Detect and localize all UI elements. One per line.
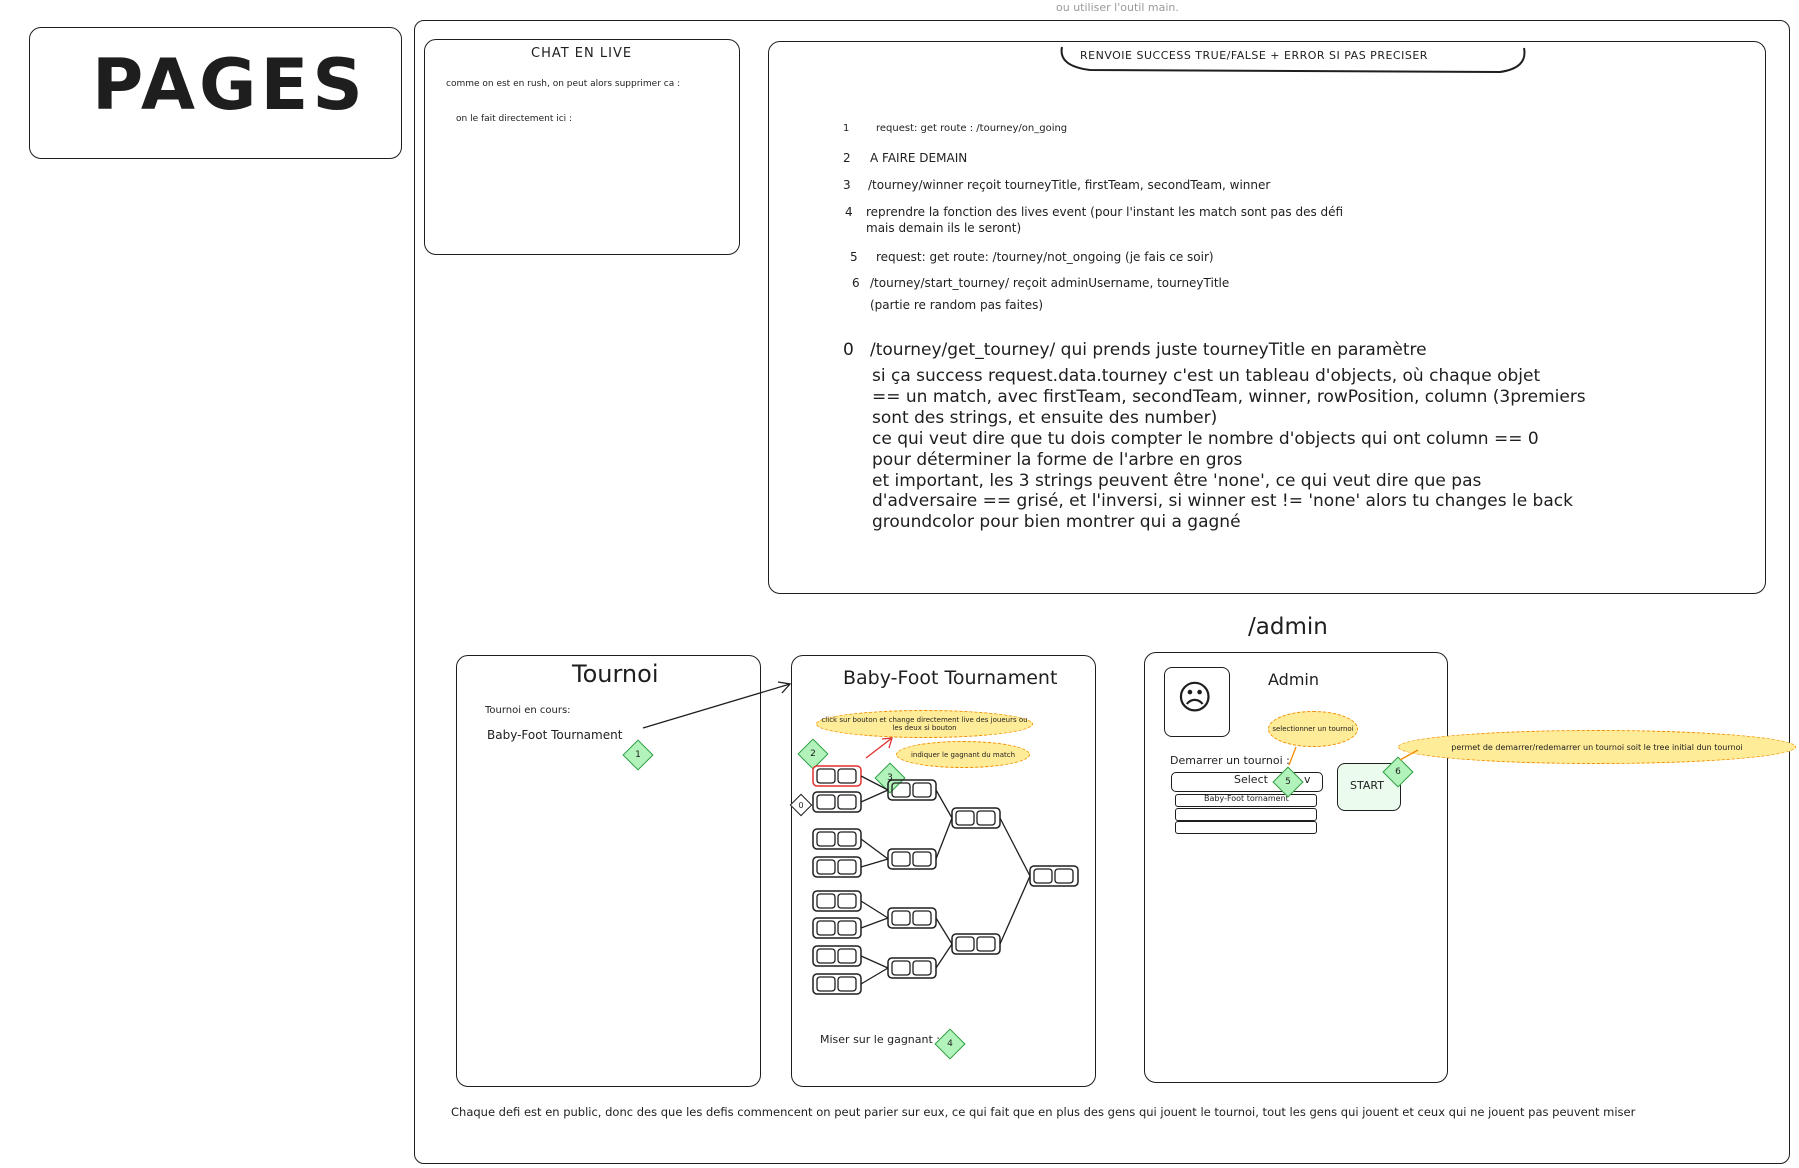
main-frame	[414, 20, 1790, 1164]
bet-label: Miser sur le gagnant :	[820, 1033, 941, 1046]
tournoi-label: Tournoi en cours:	[485, 705, 571, 716]
note-num-5: 5	[850, 250, 858, 264]
note-num-3: 3	[843, 178, 851, 192]
select-option-3[interactable]	[1175, 821, 1317, 834]
chevron-down-icon[interactable]: v	[1304, 773, 1311, 786]
note-0-line-5: ce qui veut dire que tu dois compter le …	[872, 429, 1539, 449]
bracket-badge-0: 0	[798, 800, 804, 810]
note-0-line-6: pour déterminer la forme de l'arbre en g…	[872, 450, 1243, 470]
note-0-line-4: sont des strings, et ensuite des number)	[872, 408, 1218, 428]
select-option-1[interactable]	[1175, 794, 1317, 807]
note-5: request: get route: /tourney/not_ongoing…	[876, 250, 1214, 264]
note-0-line-9: groundcolor pour bien montrer qui a gagn…	[872, 512, 1241, 532]
bracket-bubble-click: click sur bouton et change directement l…	[816, 710, 1033, 738]
note-0-line-8: d'adversaire == grisé, et l'inversi, si …	[872, 491, 1573, 511]
tournoi-page	[456, 655, 761, 1087]
admin-badge-5: 5	[1285, 777, 1291, 787]
admin-page	[1144, 652, 1448, 1083]
note-num-1: 1	[843, 123, 850, 134]
avatar-face-icon: ☹	[1177, 678, 1213, 718]
bracket-bubble-winner: indiquer le gagnant du match	[896, 741, 1030, 768]
notes-header: RENVOIE SUCCESS TRUE/FALSE + ERROR SI PA…	[1080, 49, 1428, 62]
pages-title: PAGES	[92, 44, 367, 126]
bracket-title: Baby-Foot Tournament	[843, 667, 1058, 689]
note-0-line-3: == un match, avec firstTeam, secondTeam,…	[872, 387, 1586, 407]
tournament-select[interactable]	[1171, 772, 1323, 792]
chat-line-1: comme on est en rush, on peut alors supp…	[446, 79, 681, 89]
pages-title-box	[29, 27, 402, 159]
bracket-badge-2: 2	[810, 749, 816, 759]
note-4: reprendre la fonction des lives event (p…	[866, 205, 1344, 219]
note-4-cont: mais demain ils le seront)	[866, 221, 1022, 235]
bet-badge: 4	[947, 1039, 953, 1049]
bracket-page	[791, 655, 1096, 1087]
note-num-2: 2	[843, 151, 851, 165]
tournoi-title: Tournoi	[572, 660, 659, 688]
note-num-0: 0	[843, 340, 854, 360]
canvas-hint: ou utiliser l'outil main.	[1056, 1, 1179, 14]
chat-title: CHAT EN LIVE	[531, 46, 633, 61]
avatar	[1164, 667, 1230, 737]
note-6-cont: (partie re random pas faites)	[870, 298, 1044, 312]
tournoi-badge: 1	[635, 750, 641, 760]
note-num-4: 4	[845, 205, 853, 219]
chat-box	[424, 39, 740, 255]
note-0-line-2: si ça success request.data.tourney c'est…	[872, 366, 1541, 386]
notes-box	[768, 41, 1766, 594]
admin-bubble-select: selectionner un tournoi	[1268, 711, 1358, 747]
admin-title: Admin	[1268, 670, 1319, 689]
tournament-select-value: Select	[1234, 773, 1268, 786]
bracket-badge-3: 3	[887, 773, 893, 783]
tournoi-item-link[interactable]: Baby-Foot Tournament	[487, 728, 623, 742]
note-2: A FAIRE DEMAIN	[870, 151, 968, 165]
select-option-1-label: Baby-Foot tornament	[1204, 794, 1289, 803]
chat-line-2: on le fait directement ici :	[456, 114, 573, 124]
select-option-2[interactable]	[1175, 808, 1317, 821]
admin-bubble-start: permet de demarrer/redemarrer un tournoi…	[1398, 730, 1796, 764]
note-num-6: 6	[852, 276, 860, 290]
admin-route-heading: /admin	[1248, 614, 1328, 640]
note-1: request: get route : /tourney/on_going	[876, 123, 1068, 134]
start-tournament-label: Demarrer un tournoi :	[1170, 754, 1290, 767]
admin-badge-6: 6	[1395, 767, 1401, 777]
start-button-label: START	[1350, 779, 1384, 792]
note-0-line-7: et important, les 3 strings peuvent être…	[872, 471, 1482, 491]
note-0-line-1: /tourney/get_tourney/ qui prends juste t…	[870, 340, 1427, 360]
note-6: /tourney/start_tourney/ reçoit adminUser…	[870, 276, 1230, 290]
footer-note: Chaque defi est en public, donc des que …	[451, 1105, 1636, 1119]
note-3: /tourney/winner reçoit tourneyTitle, fir…	[868, 178, 1271, 192]
